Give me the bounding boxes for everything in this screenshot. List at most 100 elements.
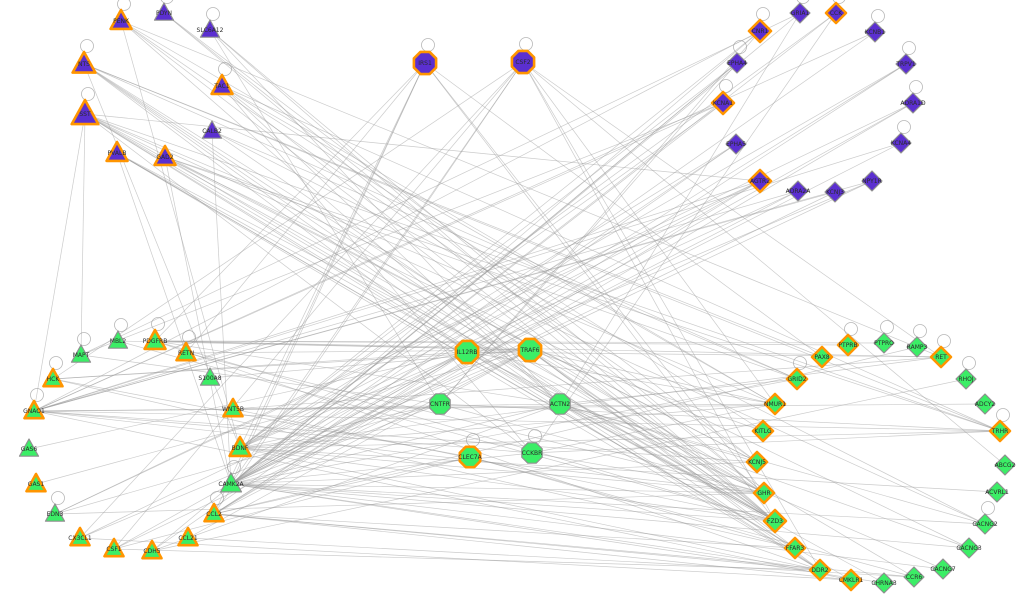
node-GRIA1[interactable] bbox=[789, 2, 811, 24]
node-EPHA5[interactable] bbox=[725, 133, 747, 155]
node-FZD3[interactable] bbox=[762, 508, 788, 534]
self-loop-edge-CCKBR bbox=[528, 429, 542, 443]
self-loop-edge-RAMP3 bbox=[913, 324, 927, 338]
node-TRPV1[interactable] bbox=[895, 53, 917, 75]
self-loop-edge-CCL2 bbox=[210, 491, 224, 505]
node-TRAF6[interactable] bbox=[517, 337, 543, 363]
edge-RHOJ-CDH5 bbox=[151, 378, 967, 552]
node-PTPRB[interactable] bbox=[836, 333, 860, 357]
node-NTS[interactable] bbox=[71, 50, 97, 74]
node-KITLG[interactable] bbox=[751, 419, 775, 443]
node-CSF1[interactable] bbox=[103, 537, 125, 558]
edge-AGTR2-BDNF bbox=[239, 180, 761, 449]
edge-CCL2-FFAR3 bbox=[213, 513, 796, 549]
node-EDN3[interactable] bbox=[44, 503, 66, 522]
node-GNAO1[interactable] bbox=[23, 399, 45, 420]
edge-PVALB-FZD3 bbox=[116, 152, 776, 522]
node-PVALB[interactable] bbox=[105, 140, 129, 163]
self-loop-edge-TRHR bbox=[996, 408, 1010, 422]
node-CNTFR[interactable] bbox=[429, 393, 451, 415]
node-KCNJ5[interactable] bbox=[745, 450, 769, 474]
node-IL12RB[interactable] bbox=[454, 339, 480, 365]
node-PTPRO[interactable] bbox=[873, 332, 895, 354]
node-FFAR3[interactable] bbox=[783, 536, 807, 560]
node-MBL2[interactable] bbox=[107, 330, 129, 349]
node-KCNA1[interactable] bbox=[710, 90, 736, 116]
node-CNR1[interactable] bbox=[747, 18, 773, 44]
node-GAS6[interactable] bbox=[18, 438, 40, 457]
node-EPHA4[interactable] bbox=[726, 52, 748, 74]
node-DDR2[interactable] bbox=[808, 558, 832, 582]
node-PENK[interactable] bbox=[109, 8, 133, 31]
node-NPY1R[interactable] bbox=[861, 170, 883, 192]
self-loop-edge-GNAO1 bbox=[30, 388, 44, 402]
self-loop-layer bbox=[30, 0, 1010, 515]
node-CLEC7A[interactable] bbox=[458, 445, 482, 469]
node-SLC6A12[interactable] bbox=[199, 19, 221, 38]
edge-CCL2-DDR2 bbox=[213, 513, 821, 571]
edge-ADRA2A-GNAO1 bbox=[33, 190, 799, 412]
edge-TRAF6-NMUR1 bbox=[529, 349, 776, 405]
node-KCNB1[interactable] bbox=[864, 21, 886, 43]
edge-TRAF6-HCK bbox=[52, 349, 531, 380]
node-RAMP3[interactable] bbox=[906, 336, 928, 358]
edge-CSF2-DDR2 bbox=[522, 61, 821, 571]
node-CACNG7[interactable] bbox=[932, 558, 954, 580]
edge-TRAF6-CX3CL1 bbox=[79, 349, 531, 539]
node-SST[interactable] bbox=[70, 98, 100, 126]
node-AGTR2[interactable] bbox=[747, 168, 773, 194]
node-TAC1[interactable] bbox=[210, 73, 234, 96]
node-CAMK2A[interactable] bbox=[220, 472, 243, 493]
node-IRS1[interactable] bbox=[412, 50, 438, 76]
node-ACTN2[interactable] bbox=[549, 393, 571, 415]
node-CSF2[interactable] bbox=[510, 49, 536, 75]
node-GAD2[interactable] bbox=[153, 144, 177, 167]
node-KCNJ3[interactable] bbox=[824, 181, 846, 203]
self-loop-edge-IRS1 bbox=[421, 38, 435, 52]
node-WNT5B[interactable] bbox=[222, 397, 244, 418]
node-PDGFRB[interactable] bbox=[143, 328, 167, 351]
node-ADCY2[interactable] bbox=[974, 393, 996, 415]
node-CHRNA3[interactable] bbox=[873, 572, 895, 594]
node-BDNF[interactable] bbox=[228, 435, 252, 458]
node-CCL2[interactable] bbox=[203, 502, 225, 523]
node-RET[interactable] bbox=[929, 345, 953, 369]
edge-KCNA1-BDNF bbox=[239, 102, 724, 449]
node-MAPT[interactable] bbox=[70, 344, 92, 363]
node-S100A8[interactable] bbox=[199, 367, 221, 386]
node-PDYN[interactable] bbox=[153, 2, 175, 21]
node-KCNA4[interactable] bbox=[890, 132, 912, 154]
node-ADRA2A[interactable] bbox=[787, 180, 809, 202]
node-ABCG2[interactable] bbox=[994, 454, 1016, 476]
node-CMKLR1[interactable] bbox=[839, 568, 863, 592]
node-RHOJ[interactable] bbox=[955, 368, 977, 390]
node-PAX8[interactable] bbox=[810, 345, 834, 369]
node-CX3CL1[interactable] bbox=[69, 526, 91, 547]
node-ADRA1D[interactable] bbox=[902, 92, 924, 114]
node-HCK[interactable] bbox=[42, 367, 64, 388]
node-ACVRL1[interactable] bbox=[986, 481, 1008, 503]
node-GHR[interactable] bbox=[752, 481, 776, 505]
node-NMUR1[interactable] bbox=[763, 392, 787, 416]
node-GRID2[interactable] bbox=[785, 367, 809, 391]
node-RETN[interactable] bbox=[175, 341, 197, 362]
self-loop-edge-CCK bbox=[832, 0, 846, 4]
node-CDH5[interactable] bbox=[141, 539, 163, 560]
node-CACNG3[interactable] bbox=[958, 537, 980, 559]
edge-CX3CL1-CMKLR1 bbox=[79, 537, 852, 581]
node-TRHR[interactable] bbox=[988, 419, 1012, 443]
node-CACNG2[interactable] bbox=[974, 513, 996, 535]
edge-KCNA4-GNAO1 bbox=[33, 142, 902, 412]
node-CCR6[interactable] bbox=[903, 566, 925, 588]
node-CALB2[interactable] bbox=[201, 120, 223, 139]
edge-EDN3-GHR bbox=[54, 492, 765, 515]
node-CCK[interactable] bbox=[824, 1, 848, 25]
edge-CAMK2A-FZD3 bbox=[230, 483, 776, 522]
node-CCKBR[interactable] bbox=[521, 442, 543, 464]
edge-CCKBR-GNAO1 bbox=[33, 410, 533, 454]
node-GAS1[interactable] bbox=[25, 472, 47, 493]
node-CCL21[interactable] bbox=[177, 526, 199, 547]
edge-SST-CACNG2 bbox=[84, 113, 986, 525]
edge-ACTN2-CACNG2 bbox=[559, 403, 986, 525]
